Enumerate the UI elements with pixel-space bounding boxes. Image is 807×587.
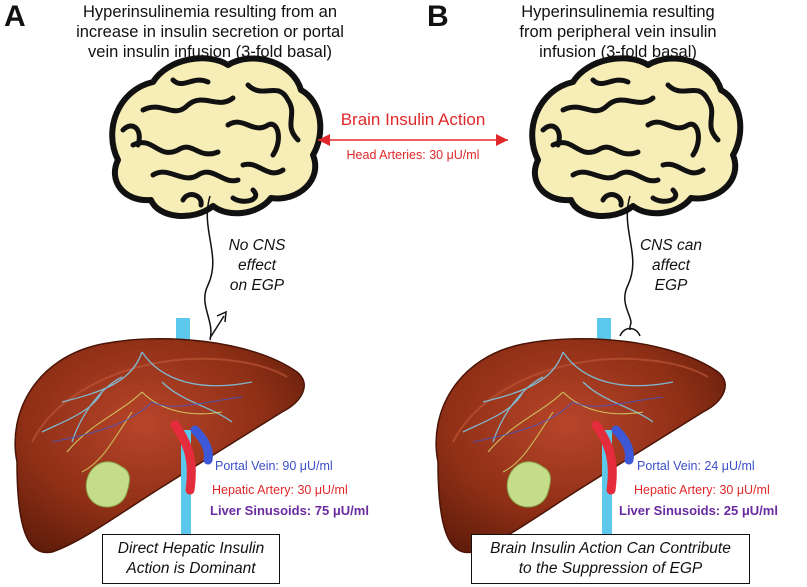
- panel-b-liver-sinusoids: Liver Sinusoids: 25 μU/ml: [619, 503, 778, 518]
- panel-b-portal-vein: Portal Vein: 24 μU/ml: [637, 459, 755, 473]
- panel-a-title-line-2: increase in insulin secretion or portal: [76, 23, 344, 41]
- panel-a-nerve-note: No CNS effect on EGP: [212, 236, 302, 296]
- panel-a-conclusion-box: Direct Hepatic Insulin Action is Dominan…: [102, 534, 280, 584]
- panel-a-portal-vein: Portal Vein: 90 μU/ml: [215, 459, 333, 473]
- nerve-line-a: [204, 195, 214, 341]
- panel-a-hepatic-artery: Hepatic Artery: 30 μU/ml: [212, 483, 348, 497]
- panel-a-nerve-note-2: effect: [238, 257, 276, 274]
- liver-icon-b: [435, 337, 727, 554]
- panel-b-title-line-3: infusion (3-fold basal): [539, 43, 697, 61]
- panel-b-title: Hyperinsulinemia resulting from peripher…: [478, 2, 758, 62]
- brain-icon-b: [532, 58, 740, 216]
- brain-icon-a: [112, 58, 320, 216]
- panel-b-nerve-note: CNS can affect EGP: [636, 236, 706, 296]
- panel-b-hepatic-artery: Hepatic Artery: 30 μU/ml: [634, 483, 770, 497]
- panel-a-conclusion-line-2: Action is Dominant: [126, 560, 256, 577]
- panel-b-nerve-note-3: EGP: [654, 277, 688, 294]
- panel-b-nerve-note-1: CNS can: [639, 237, 703, 254]
- brain-insulin-action-label: Brain Insulin Action: [340, 110, 486, 129]
- panel-a-title: Hyperinsulinemia resulting from an incre…: [40, 2, 380, 62]
- nerve-line-b: [624, 195, 634, 327]
- liver-icon-a: [14, 337, 306, 554]
- head-arteries-label: Head Arteries: 30 μU/ml: [346, 148, 480, 162]
- panel-b-title-line-2: from peripheral vein insulin: [519, 23, 717, 41]
- panel-b-letter: B: [427, 0, 449, 33]
- panel-a-nerve-note-1: No CNS: [228, 237, 286, 254]
- double-arrow-icon: [318, 134, 508, 146]
- panel-b-nerve-note-2: affect: [652, 257, 690, 274]
- panel-a-conclusion-line-1: Direct Hepatic Insulin: [117, 540, 265, 557]
- panel-a-title-line-1: Hyperinsulinemia resulting from an: [82, 3, 338, 21]
- panel-b-conclusion-line-2: to the Suppression of EGP: [518, 560, 703, 577]
- panel-a-letter: A: [4, 0, 26, 33]
- panel-b-conclusion-box: Brain Insulin Action Can Contribute to t…: [471, 534, 750, 584]
- panel-b-title-line-1: Hyperinsulinemia resulting: [521, 3, 715, 21]
- panel-a-liver-sinusoids: Liver Sinusoids: 75 μU/ml: [210, 503, 369, 518]
- panel-b-conclusion-line-1: Brain Insulin Action Can Contribute: [490, 540, 731, 557]
- panel-a-title-line-3: vein insulin infusion (3-fold basal): [88, 43, 332, 61]
- panel-a-nerve-note-3: on EGP: [229, 277, 285, 294]
